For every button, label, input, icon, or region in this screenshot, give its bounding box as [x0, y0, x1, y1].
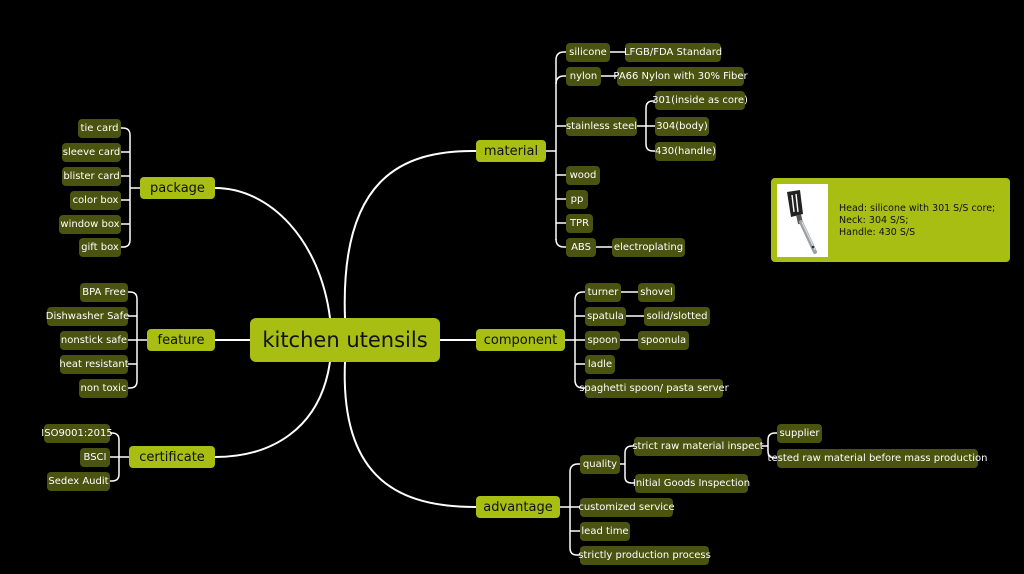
note-text: Head: silicone with 301 S/S core; Neck: …: [839, 203, 995, 239]
leaf-bsci[interactable]: BSCI: [80, 448, 110, 467]
leaf-silicone-detail[interactable]: LFGB/FDA Standard: [624, 43, 722, 62]
branch-certificate[interactable]: certificate: [129, 446, 215, 468]
leaf-window-box[interactable]: window box: [59, 215, 121, 234]
leaf-wood[interactable]: wood: [566, 166, 600, 185]
leaf-iso9001[interactable]: ISO9001:2015: [41, 424, 113, 443]
leaf-ss-304[interactable]: 304(body): [655, 117, 709, 136]
spatula-image: [777, 184, 828, 257]
note-line-1: Head: silicone with 301 S/S core;: [839, 203, 996, 214]
leaf-spatula-detail[interactable]: solid/slotted: [644, 307, 710, 326]
leaf-pp[interactable]: pp: [566, 190, 588, 209]
leaf-turner[interactable]: turner: [585, 283, 621, 302]
leaf-spatula[interactable]: spatula: [585, 307, 626, 326]
note-line-3: Handle: 430 S/S: [839, 227, 916, 238]
leaf-abs[interactable]: ABS: [566, 238, 596, 257]
leaf-lead-time[interactable]: lead time: [580, 522, 630, 541]
leaf-supplier[interactable]: supplier: [777, 424, 822, 443]
leaf-initial-inspection[interactable]: Initial Goods Inspection: [633, 474, 750, 493]
leaf-silicone[interactable]: silicone: [566, 43, 610, 62]
leaf-blister-card[interactable]: blister card: [62, 167, 121, 186]
leaf-ss-301[interactable]: 301(inside as core): [652, 91, 748, 110]
leaf-nylon-detail[interactable]: PA66 Nylon with 30% Fiber: [613, 67, 748, 86]
leaf-spoon[interactable]: spoon: [585, 331, 620, 350]
leaf-tested[interactable]: tested raw material before mass producti…: [768, 449, 987, 468]
branch-advantage[interactable]: advantage: [476, 496, 560, 518]
leaf-strict-inspect[interactable]: strict raw material inspect: [632, 437, 764, 456]
leaf-bpa-free[interactable]: BPA Free: [80, 283, 128, 302]
leaf-strictly-process[interactable]: strictly production process: [578, 546, 711, 565]
leaf-ss-430[interactable]: 430(handle): [655, 142, 716, 161]
product-note: Head: silicone with 301 S/S core; Neck: …: [771, 178, 1010, 262]
note-line-2: Neck: 304 S/S;: [839, 215, 909, 226]
leaf-heat-resistant[interactable]: heat resistant: [59, 355, 129, 374]
leaf-sedex-audit[interactable]: Sedex Audit: [47, 472, 110, 491]
leaf-tie-card[interactable]: tie card: [78, 119, 121, 138]
leaf-spaghetti[interactable]: spaghetti spoon/ pasta server: [579, 379, 729, 398]
leaf-turner-detail[interactable]: shovel: [638, 283, 675, 302]
leaf-stainless-steel[interactable]: stainless steel: [566, 117, 637, 136]
leaf-spoon-detail[interactable]: spoonula: [638, 331, 689, 350]
leaf-customized[interactable]: customized service: [578, 498, 675, 517]
branch-material[interactable]: material: [476, 140, 546, 162]
leaf-non-toxic[interactable]: non toxic: [79, 379, 128, 398]
leaf-tpr[interactable]: TPR: [566, 214, 593, 233]
branch-component[interactable]: component: [476, 329, 565, 351]
root-node[interactable]: kitchen utensils: [250, 318, 440, 362]
branch-feature[interactable]: feature: [147, 329, 215, 351]
leaf-gift-box[interactable]: gift box: [79, 238, 121, 257]
leaf-quality[interactable]: quality: [580, 455, 620, 474]
leaf-sleeve-card[interactable]: sleeve card: [62, 143, 121, 162]
leaf-abs-detail[interactable]: electroplating: [612, 238, 685, 257]
leaf-color-box[interactable]: color box: [70, 191, 121, 210]
leaf-nylon[interactable]: nylon: [566, 67, 601, 86]
leaf-dishwasher-safe[interactable]: Dishwasher Safe: [46, 307, 129, 326]
leaf-nonstick-safe[interactable]: nonstick safe: [60, 331, 128, 350]
branch-package[interactable]: package: [140, 177, 215, 199]
leaf-ladle[interactable]: ladle: [585, 355, 615, 374]
